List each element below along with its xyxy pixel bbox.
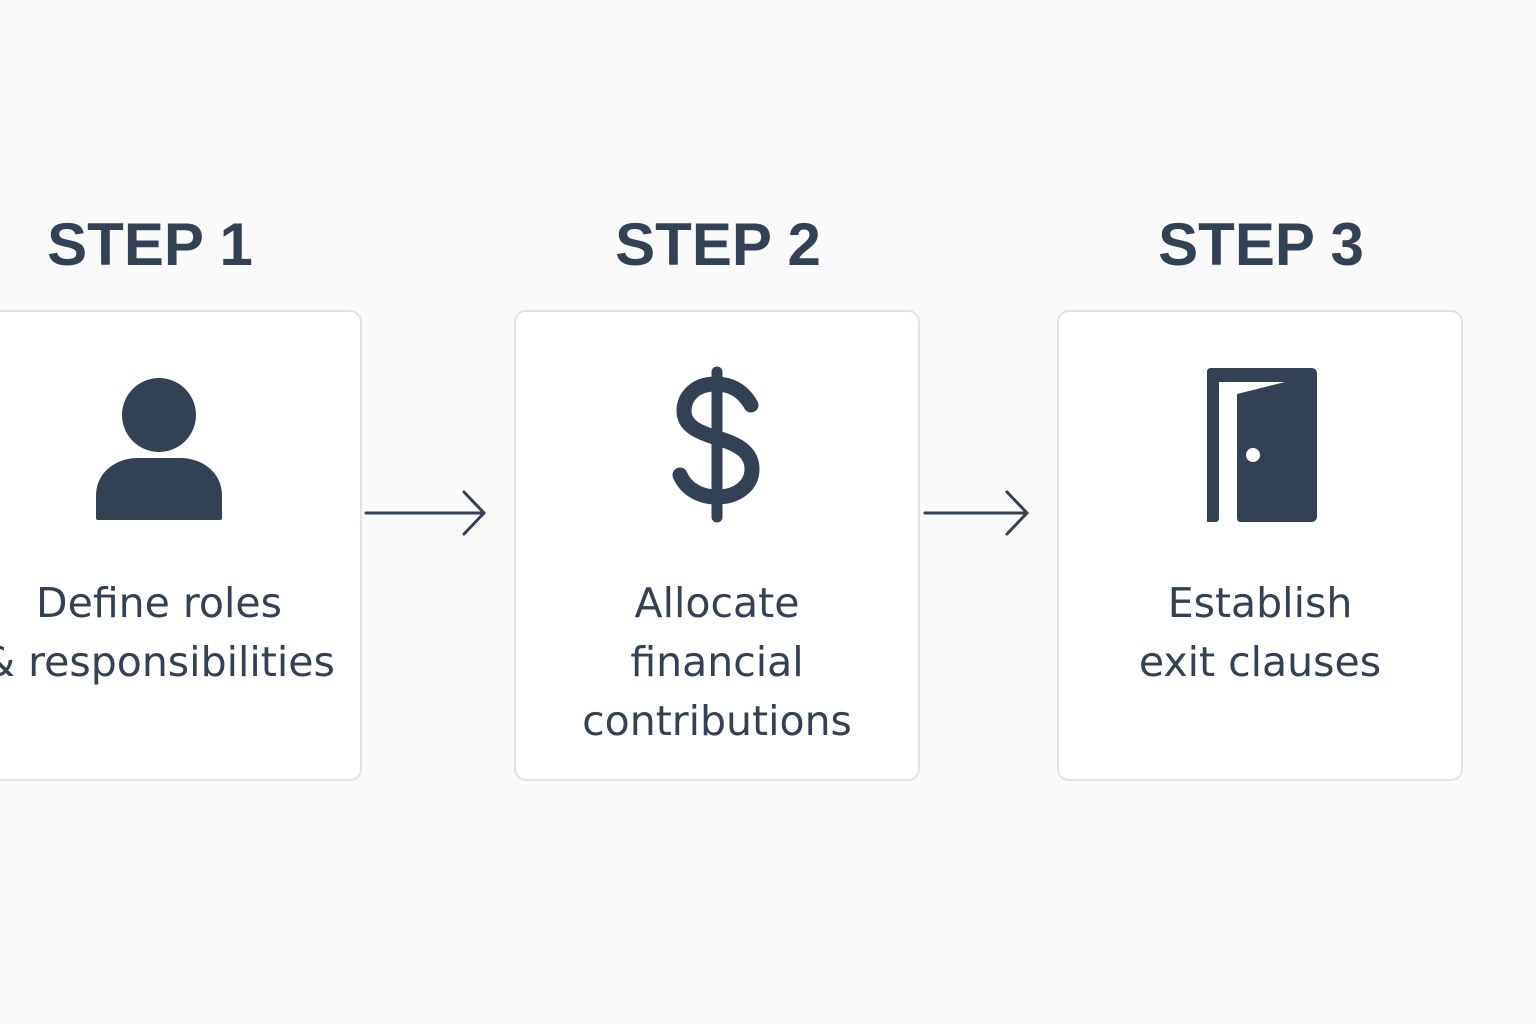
step-2-line-3: contributions — [582, 697, 852, 745]
step-1-line-2: & responsibilities — [0, 638, 335, 686]
step-2-card: Allocate financial contributions — [514, 310, 920, 781]
step-2-line-1: Allocate — [634, 579, 800, 627]
person-icon — [96, 378, 222, 520]
step-1-heading: STEP 1 — [47, 211, 253, 278]
arrow-right-icon — [364, 490, 486, 536]
step-3-card: Establish exit clauses — [1057, 310, 1463, 781]
step-2-line-2: financial — [630, 638, 804, 686]
step-2-description: Allocate financial contributions — [516, 574, 918, 751]
step-3-line-2: exit clauses — [1138, 638, 1382, 686]
step-1-card: Define roles & responsibilities — [0, 310, 362, 781]
door-icon — [1207, 368, 1317, 522]
step-3-heading: STEP 3 — [1158, 211, 1364, 278]
step-3-line-1: Establish — [1167, 579, 1353, 627]
dollar-icon — [672, 366, 760, 523]
step-1-description: Define roles & responsibilities — [0, 574, 360, 692]
step-3-description: Establish exit clauses — [1059, 574, 1461, 692]
arrow-right-icon — [923, 490, 1029, 536]
step-1-line-1: Define roles — [36, 579, 282, 627]
step-2-heading: STEP 2 — [615, 211, 821, 278]
